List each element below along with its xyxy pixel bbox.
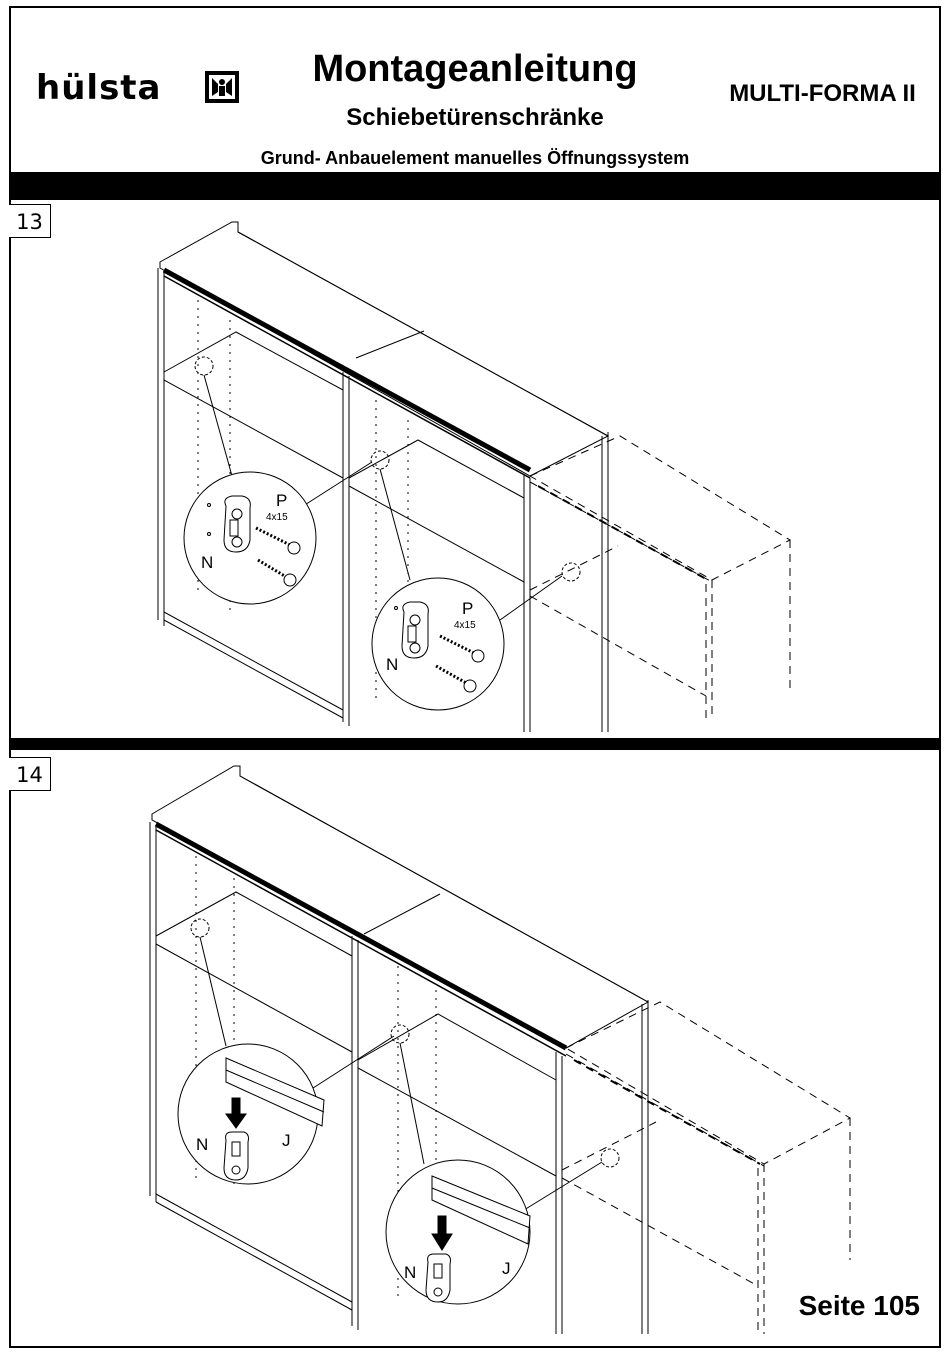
step14-right-part-n: N [404,1263,416,1282]
step13-right-part-p: P [462,599,473,618]
step13-left-part-p: P [276,491,287,510]
bracket-n-icon [426,1254,451,1302]
step14-left-part-n: N [196,1135,208,1154]
page-number: Seite 105 [760,1290,920,1322]
bracket-n-icon [224,496,250,552]
step13-wardrobe-drawing: P 4x15 N P 4x15 N [158,222,790,732]
step13-right-screw-size: 4x15 [454,620,476,631]
step13-left-screw-size: 4x15 [266,512,288,523]
step14-right-part-j: J [502,1259,511,1278]
bracket-n-icon [402,602,428,658]
step14-wardrobe-drawing: N J N J [150,766,850,1334]
step13-right-part-n: N [386,655,398,674]
step14-left-part-j: J [282,1131,291,1150]
bracket-n-icon [224,1132,249,1180]
step13-left-part-n: N [201,553,213,572]
